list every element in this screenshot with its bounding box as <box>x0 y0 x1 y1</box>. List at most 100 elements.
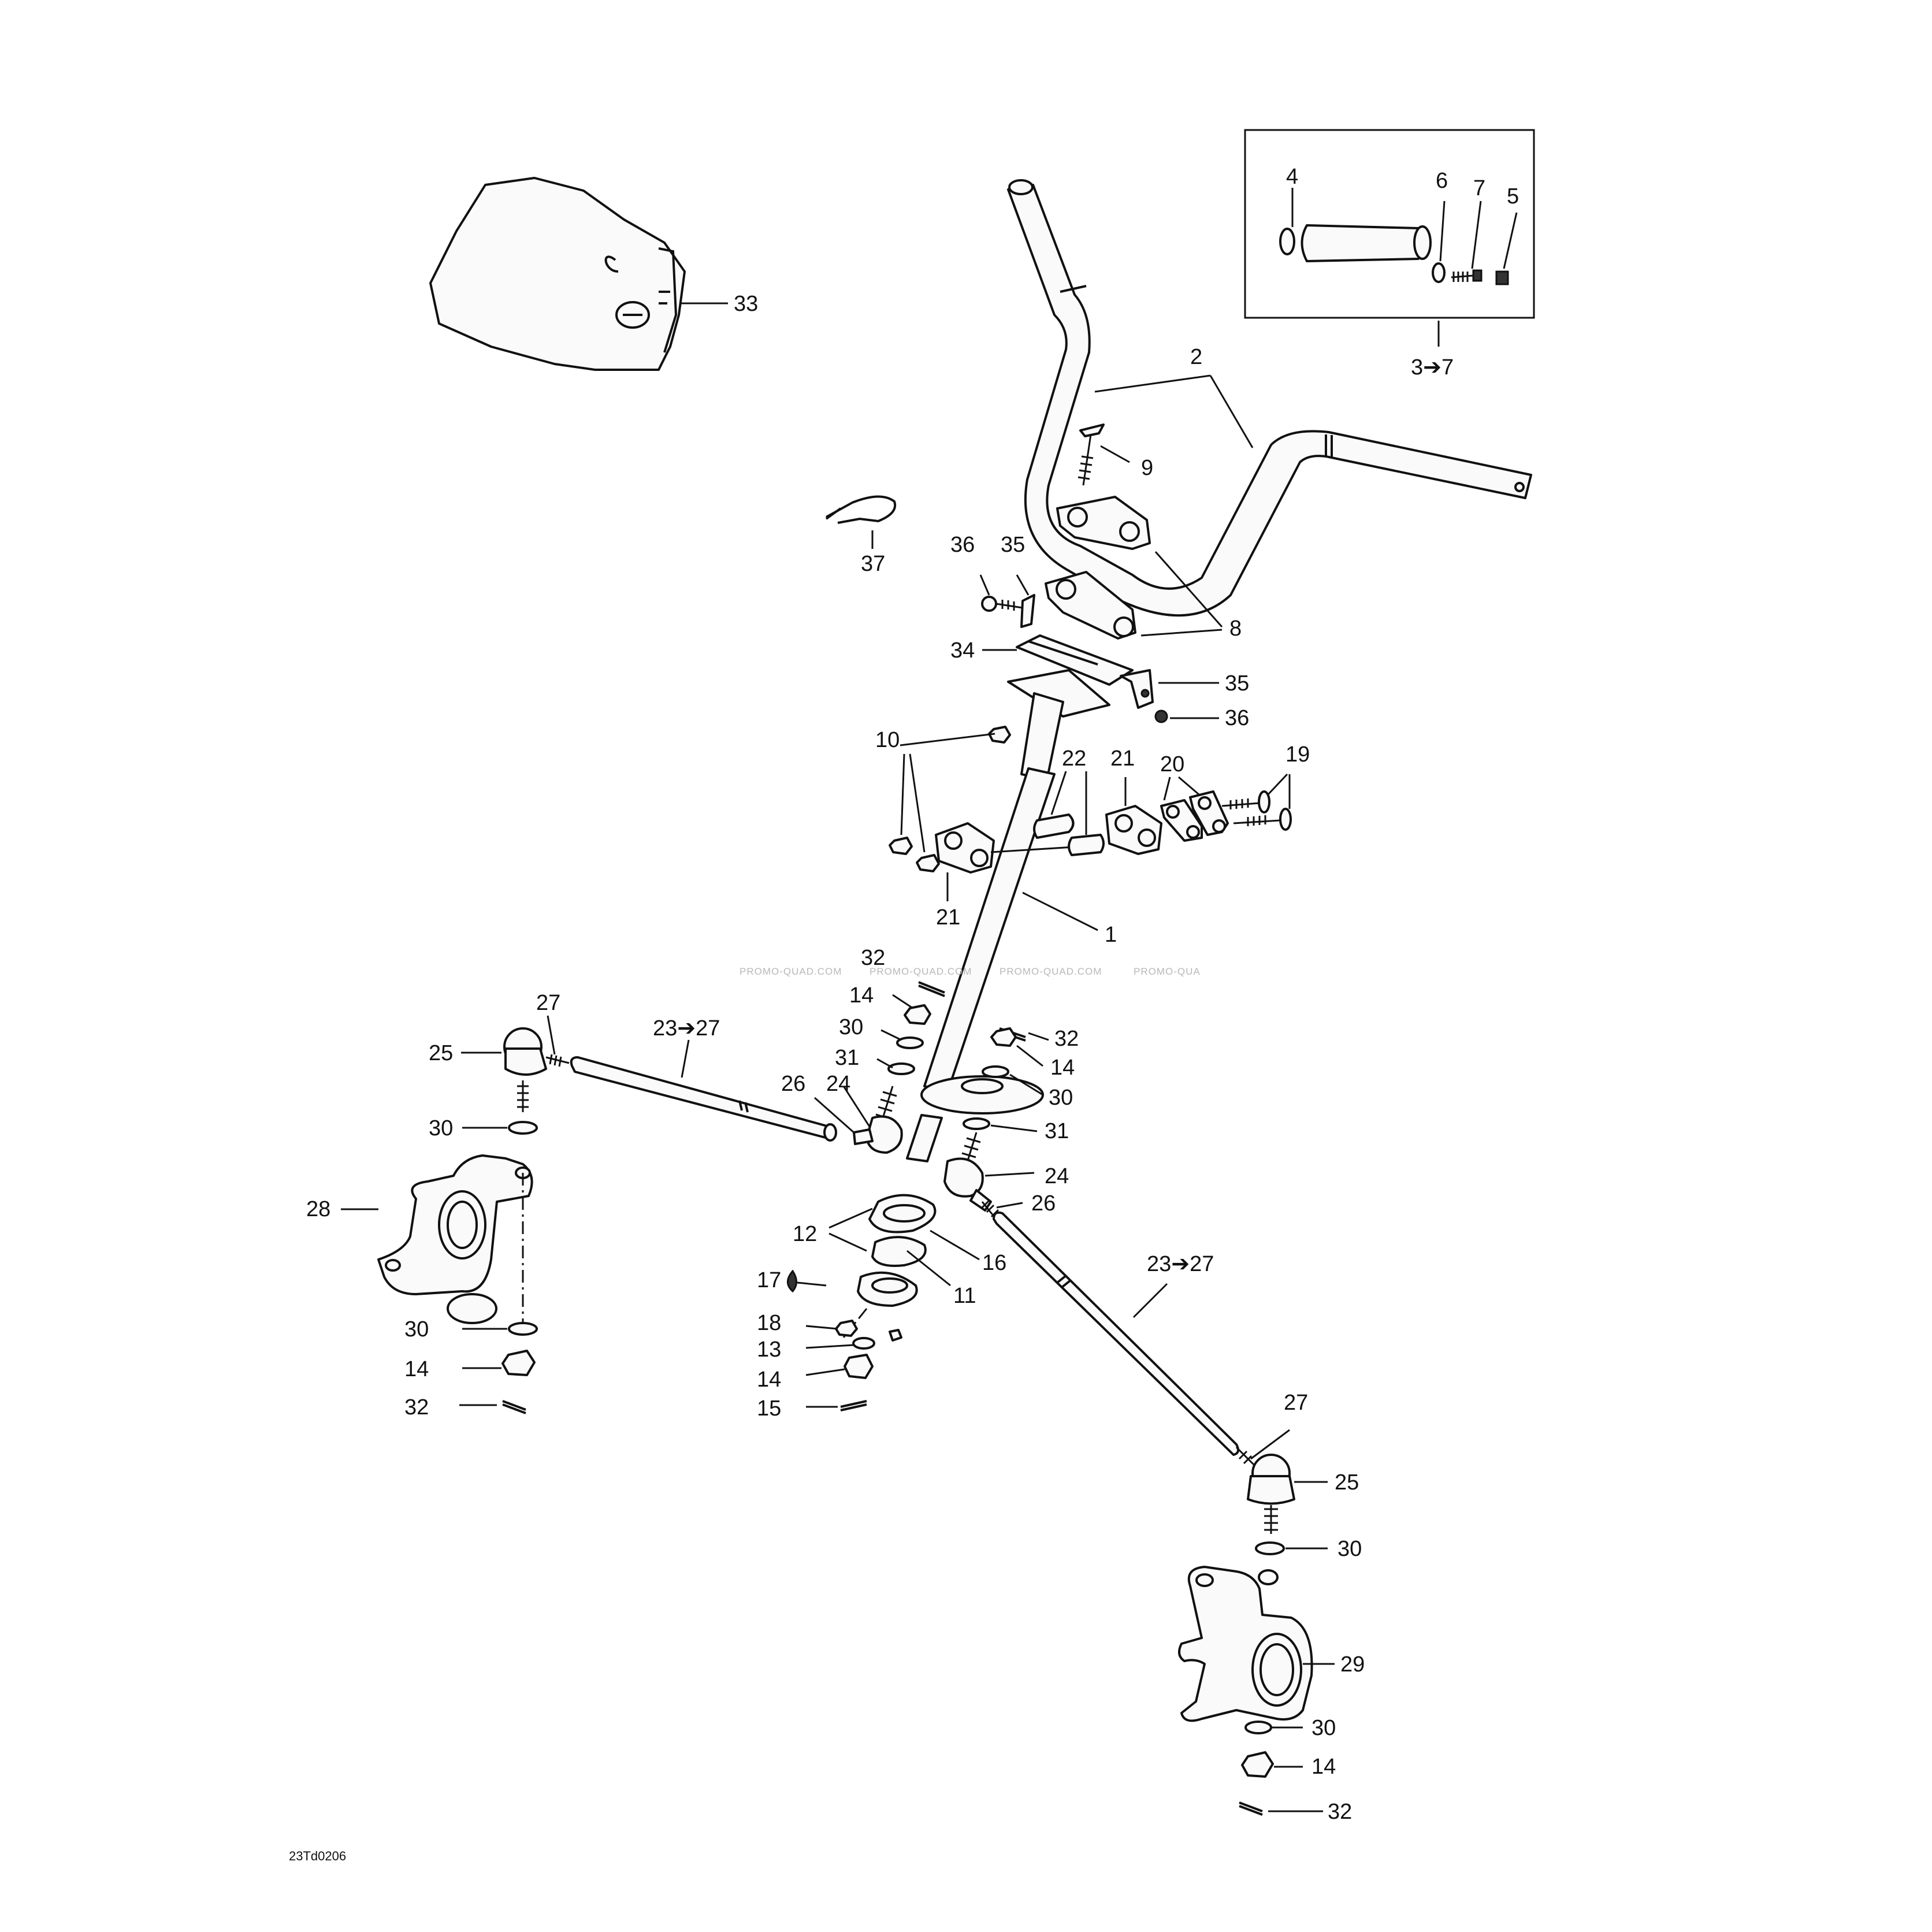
cotter-pin-icon <box>840 1400 867 1411</box>
callout-30-left-bottom: 30 <box>404 1317 429 1342</box>
callout-34: 34 <box>950 638 975 663</box>
callout-11: 11 <box>953 1284 976 1308</box>
bolt-icon <box>1221 790 1292 831</box>
clamp-icon <box>1045 496 1151 640</box>
callout-23to27-right: 23➔27 <box>1147 1252 1214 1276</box>
nut-icon <box>904 1004 931 1025</box>
nut-icon <box>501 1350 536 1376</box>
callout-9: 9 <box>1141 456 1153 480</box>
grip-inset-box <box>1244 129 1535 347</box>
washer-icon <box>508 1322 538 1336</box>
washer-icon <box>963 1117 990 1130</box>
callout-33: 33 <box>734 292 758 316</box>
callout-30-right-bottom: 30 <box>1311 1716 1336 1740</box>
callout-35-right: 35 <box>1225 671 1249 696</box>
callout-26-left: 26 <box>781 1072 805 1096</box>
tie-rod-icon <box>993 1211 1240 1456</box>
callout-32-left: 32 <box>404 1395 429 1420</box>
watermark: PROMO-QUAD.COM <box>870 966 972 977</box>
callout-10: 10 <box>875 728 900 752</box>
washer-icon <box>852 1337 875 1350</box>
callout-5: 5 <box>1507 184 1519 209</box>
callout-37: 37 <box>861 552 885 576</box>
nut-icon <box>835 1320 858 1337</box>
callout-31-center-right: 31 <box>1045 1119 1069 1143</box>
callout-18: 18 <box>757 1311 781 1335</box>
watermark: PROMO-QUAD.COM <box>740 966 842 977</box>
handlebar-cover-icon <box>429 177 686 371</box>
plate-icon <box>1016 634 1154 709</box>
handlebar-icon <box>1007 179 1532 617</box>
callout-25-right: 25 <box>1335 1470 1359 1495</box>
steering-knuckle-icon <box>377 1154 533 1324</box>
callout-30-center-left: 30 <box>839 1015 863 1039</box>
callout-32-center-right: 32 <box>1054 1027 1079 1051</box>
clamp-icon <box>935 822 995 874</box>
ball-joint-icon <box>1235 1446 1295 1534</box>
callout-31-center-left: 31 <box>835 1046 859 1070</box>
callout-23to27-left: 23➔27 <box>653 1016 720 1041</box>
callout-20: 20 <box>1160 752 1184 776</box>
nut-icon <box>844 1354 874 1379</box>
callout-14-left: 14 <box>404 1357 429 1381</box>
callout-14-right: 14 <box>1311 1755 1336 1779</box>
ball-joint-icon <box>943 1132 992 1212</box>
callout-16: 16 <box>982 1251 1006 1275</box>
watermark: PROMO-QUAD.COM <box>1000 966 1102 977</box>
callout-30-right-top: 30 <box>1337 1537 1362 1561</box>
screw-icon <box>981 594 1035 628</box>
callout-21-top: 21 <box>1110 746 1135 771</box>
callout-29: 29 <box>1340 1652 1365 1677</box>
callout-7: 7 <box>1473 176 1485 200</box>
washer-icon <box>1255 1541 1285 1555</box>
nut-icon <box>990 1027 1017 1047</box>
washer-icon <box>1279 228 1295 255</box>
bushing-icon <box>1033 813 1105 856</box>
callout-2: 2 <box>1190 345 1202 369</box>
bolt-icon <box>1078 423 1105 486</box>
watermark: PROMO-QUA <box>1134 966 1201 977</box>
washer-icon <box>508 1121 538 1135</box>
callout-35-top: 35 <box>1001 533 1025 557</box>
clamp-icon <box>1105 805 1162 855</box>
ball-joint-icon <box>853 1086 903 1154</box>
callout-36-top: 36 <box>950 533 975 557</box>
washer-icon <box>896 1036 924 1049</box>
washer-icon <box>982 1065 1009 1078</box>
callout-14-center-bottom: 14 <box>757 1368 781 1392</box>
tie-rod-icon <box>570 1056 837 1142</box>
callout-32-right: 32 <box>1328 1800 1352 1824</box>
callout-32-center-left: 32 <box>861 946 885 970</box>
bearing-plate-icon <box>857 1194 937 1307</box>
cotter-pin-icon <box>918 981 945 997</box>
grip-icon <box>1301 224 1425 262</box>
lock-plate-icon <box>1160 790 1229 842</box>
callout-8: 8 <box>1229 616 1242 641</box>
diagram-code: 23Td0206 <box>289 1849 346 1863</box>
callout-27-left: 27 <box>536 991 560 1015</box>
callout-1: 1 <box>1105 923 1117 947</box>
callout-4: 4 <box>1286 165 1298 189</box>
callout-15: 15 <box>757 1396 781 1421</box>
steering-knuckle-icon <box>1178 1566 1313 1722</box>
callout-24-right: 24 <box>1045 1164 1069 1188</box>
callout-25-left: 25 <box>429 1041 453 1065</box>
ball-joint-icon <box>503 1027 570 1112</box>
callout-13: 13 <box>757 1337 781 1362</box>
callout-12: 12 <box>793 1222 817 1246</box>
callout-3to7: 3➔7 <box>1411 355 1454 380</box>
nut-icon <box>1241 1751 1274 1778</box>
callout-30-left-top: 30 <box>429 1116 453 1140</box>
callout-19: 19 <box>1285 742 1310 767</box>
grease-icon <box>787 1269 797 1293</box>
callout-27-right: 27 <box>1284 1391 1308 1415</box>
callout-28: 28 <box>306 1197 330 1221</box>
callout-14-center-left: 14 <box>849 983 874 1008</box>
washer-icon <box>887 1062 915 1075</box>
callout-21-bottom: 21 <box>936 905 960 930</box>
nut-icon <box>889 726 1011 872</box>
washer-icon <box>1244 1721 1272 1734</box>
cotter-pin-icon <box>502 1400 526 1414</box>
callout-24-left: 24 <box>826 1072 850 1096</box>
